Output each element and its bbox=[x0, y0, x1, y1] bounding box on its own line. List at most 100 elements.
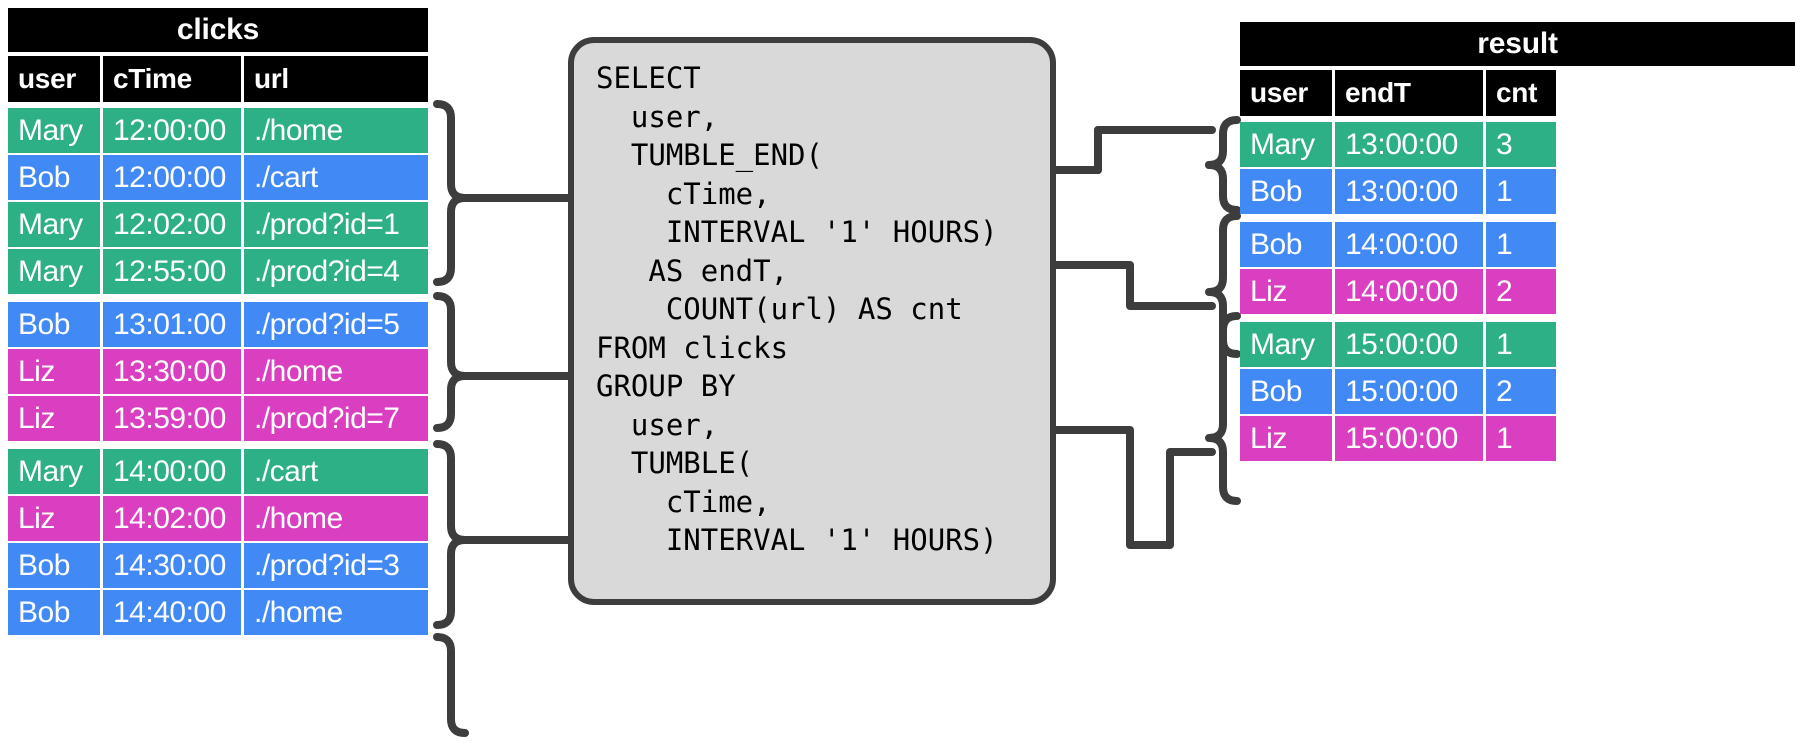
lead-result-group-2 bbox=[1052, 261, 1216, 310]
result-header-user: user bbox=[1240, 70, 1332, 116]
result-table: result user endT cnt Mary 13:00:00 3 Bob… bbox=[1240, 22, 1795, 461]
cell-url: ./home bbox=[244, 496, 428, 541]
table-row: Bob 14:40:00 ./home bbox=[8, 590, 428, 635]
cell-user: Bob bbox=[1240, 222, 1332, 267]
brace-clicks-group-3 bbox=[433, 440, 469, 629]
clicks-group: Mary 14:00:00 ./cart Liz 14:02:00 ./home… bbox=[8, 449, 428, 635]
cell-user: Liz bbox=[8, 496, 100, 541]
cell-ctime: 13:30:00 bbox=[103, 349, 241, 394]
cell-endt: 14:00:00 bbox=[1335, 222, 1483, 267]
lead-result-group-1 bbox=[1052, 126, 1216, 174]
cell-cnt: 3 bbox=[1486, 122, 1556, 167]
cell-user: Mary bbox=[1240, 122, 1332, 167]
cell-ctime: 12:55:00 bbox=[103, 249, 241, 294]
table-row: Liz 14:02:00 ./home bbox=[8, 496, 428, 541]
clicks-header-ctime: cTime bbox=[103, 56, 241, 102]
cell-cnt: 1 bbox=[1486, 416, 1556, 461]
table-row: Liz 13:30:00 ./home bbox=[8, 349, 428, 394]
cell-ctime: 12:00:00 bbox=[103, 155, 241, 200]
table-row: Bob 13:00:00 1 bbox=[1240, 169, 1795, 214]
cell-user: Liz bbox=[1240, 416, 1332, 461]
cell-user: Mary bbox=[1240, 322, 1332, 367]
cell-url: ./home bbox=[244, 590, 428, 635]
cell-user: Liz bbox=[1240, 269, 1332, 314]
result-header-cnt: cnt bbox=[1486, 70, 1556, 116]
table-row: Liz 15:00:00 1 bbox=[1240, 416, 1795, 461]
table-row: Mary 12:00:00 ./home bbox=[8, 108, 428, 153]
cell-endt: 15:00:00 bbox=[1335, 369, 1483, 414]
sql-query-box: SELECT user, TUMBLE_END( cTime, INTERVAL… bbox=[568, 37, 1056, 605]
table-row: Bob 15:00:00 2 bbox=[1240, 369, 1795, 414]
result-group: Mary 13:00:00 3 Bob 13:00:00 1 bbox=[1240, 122, 1795, 214]
cell-user: Bob bbox=[8, 543, 100, 588]
cell-cnt: 1 bbox=[1486, 222, 1556, 267]
table-row: Liz 13:59:00 ./prod?id=7 bbox=[8, 396, 428, 441]
table-row: Mary 12:02:00 ./prod?id=1 bbox=[8, 202, 428, 247]
table-row: Mary 14:00:00 ./cart bbox=[8, 449, 428, 494]
cell-cnt: 2 bbox=[1486, 369, 1556, 414]
table-row: Bob 14:30:00 ./prod?id=3 bbox=[8, 543, 428, 588]
cell-ctime: 13:59:00 bbox=[103, 396, 241, 441]
cell-user: Bob bbox=[1240, 369, 1332, 414]
cell-user: Bob bbox=[8, 302, 100, 347]
clicks-header-user: user bbox=[8, 56, 100, 102]
brace-clicks-group-4 bbox=[433, 633, 469, 737]
cell-url: ./cart bbox=[244, 155, 428, 200]
clicks-group: Bob 13:01:00 ./prod?id=5 Liz 13:30:00 ./… bbox=[8, 302, 428, 441]
clicks-table: clicks user cTime url Mary 12:00:00 ./ho… bbox=[8, 8, 428, 635]
result-group: Mary 15:00:00 1 Bob 15:00:00 2 Liz 15:00… bbox=[1240, 322, 1795, 461]
brace-clicks-group-1 bbox=[433, 100, 469, 286]
cell-url: ./prod?id=5 bbox=[244, 302, 428, 347]
cell-cnt: 1 bbox=[1486, 169, 1556, 214]
result-table-title: result bbox=[1240, 22, 1795, 66]
cell-user: Mary bbox=[8, 108, 100, 153]
cell-user: Bob bbox=[8, 155, 100, 200]
cell-endt: 14:00:00 bbox=[1335, 269, 1483, 314]
cell-url: ./home bbox=[244, 349, 428, 394]
result-group: Bob 14:00:00 1 Liz 14:00:00 2 bbox=[1240, 222, 1795, 314]
cell-cnt: 2 bbox=[1486, 269, 1556, 314]
table-row: Bob 14:00:00 1 bbox=[1240, 222, 1795, 267]
brace-clicks-group-2 bbox=[433, 292, 469, 432]
clicks-group: Mary 12:00:00 ./home Bob 12:00:00 ./cart… bbox=[8, 108, 428, 294]
cell-ctime: 14:30:00 bbox=[103, 543, 241, 588]
cell-user: Liz bbox=[8, 349, 100, 394]
cell-url: ./prod?id=1 bbox=[244, 202, 428, 247]
sql-query-text: SELECT user, TUMBLE_END( cTime, INTERVAL… bbox=[596, 61, 998, 557]
brace-result-group-3 bbox=[1205, 312, 1241, 505]
table-row: Mary 12:55:00 ./prod?id=4 bbox=[8, 249, 428, 294]
cell-user: Mary bbox=[8, 249, 100, 294]
cell-cnt: 1 bbox=[1486, 322, 1556, 367]
table-row: Mary 15:00:00 1 bbox=[1240, 322, 1795, 367]
cell-url: ./prod?id=7 bbox=[244, 396, 428, 441]
cell-ctime: 12:02:00 bbox=[103, 202, 241, 247]
cell-ctime: 13:01:00 bbox=[103, 302, 241, 347]
cell-ctime: 14:00:00 bbox=[103, 449, 241, 494]
table-row: Bob 13:01:00 ./prod?id=5 bbox=[8, 302, 428, 347]
clicks-header-url: url bbox=[244, 56, 428, 102]
cell-user: Bob bbox=[8, 590, 100, 635]
clicks-table-title: clicks bbox=[8, 8, 428, 52]
cell-endt: 13:00:00 bbox=[1335, 122, 1483, 167]
cell-url: ./cart bbox=[244, 449, 428, 494]
cell-url: ./prod?id=3 bbox=[244, 543, 428, 588]
cell-endt: 15:00:00 bbox=[1335, 322, 1483, 367]
cell-user: Mary bbox=[8, 449, 100, 494]
result-header-endt: endT bbox=[1335, 70, 1483, 116]
cell-user: Mary bbox=[8, 202, 100, 247]
cell-url: ./prod?id=4 bbox=[244, 249, 428, 294]
table-row: Bob 12:00:00 ./cart bbox=[8, 155, 428, 200]
table-row: Liz 14:00:00 2 bbox=[1240, 269, 1795, 314]
lead-result-group-3 bbox=[1052, 426, 1216, 549]
cell-ctime: 14:02:00 bbox=[103, 496, 241, 541]
cell-url: ./home bbox=[244, 108, 428, 153]
cell-endt: 15:00:00 bbox=[1335, 416, 1483, 461]
cell-user: Bob bbox=[1240, 169, 1332, 214]
result-header-row: user endT cnt bbox=[1240, 70, 1795, 116]
cell-user: Liz bbox=[8, 396, 100, 441]
clicks-header-row: user cTime url bbox=[8, 56, 428, 102]
cell-endt: 13:00:00 bbox=[1335, 169, 1483, 214]
table-row: Mary 13:00:00 3 bbox=[1240, 122, 1795, 167]
